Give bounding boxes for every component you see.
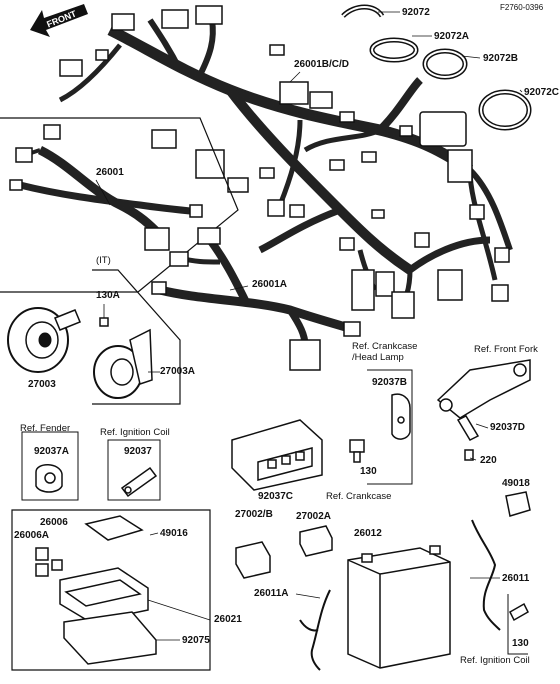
- sub-harness-26001a-connectors: [151, 227, 361, 371]
- front-arrow-icon: [30, 4, 88, 37]
- bracket-92037c: [231, 419, 323, 491]
- relays-27002: [235, 525, 333, 579]
- label-26006a: 26006A: [14, 530, 50, 541]
- ref-ignition-coil-1: Ref. Ignition Coil: [100, 427, 170, 438]
- label-92072: 92072: [402, 7, 430, 18]
- label-26012: 26012: [354, 528, 382, 539]
- cable-26011: [471, 519, 501, 631]
- label-26001: 26001: [96, 167, 124, 178]
- label-92037a: 92037A: [34, 446, 70, 457]
- label-92072c: 92072C: [524, 87, 560, 98]
- label-49016: 49016: [160, 528, 188, 539]
- sub-harness-26001a: [158, 237, 357, 346]
- label-92037: 92037: [124, 446, 152, 457]
- crankcase-frame: [367, 369, 413, 485]
- ignition-coil-2-frame: [507, 594, 528, 655]
- label-26006: 26006: [40, 517, 68, 528]
- leader-lines: [95, 11, 523, 641]
- cable-26011a: [299, 589, 331, 671]
- harness-connectors: [59, 5, 510, 319]
- label-220: 220: [480, 455, 497, 466]
- clamp-92037: [120, 466, 158, 498]
- label-26011: 26011: [502, 573, 530, 584]
- label-130-crankcase: 130: [360, 466, 377, 477]
- label-49018: 49018: [502, 478, 530, 489]
- ref-front-fork: Ref. Front Fork: [474, 344, 538, 355]
- clamp-92037b: [391, 393, 411, 440]
- front-fork-bracket: [436, 359, 531, 461]
- clamp-ign-130: [509, 602, 529, 622]
- label-92072a: 92072A: [434, 31, 470, 42]
- label-27003a: 27003A: [160, 366, 196, 377]
- cap-49018: [505, 491, 531, 517]
- grommets: [341, 4, 532, 131]
- label-130-ignition: 130: [512, 638, 529, 649]
- label-26021: 26021: [214, 614, 242, 625]
- label-27002a: 27002A: [296, 511, 332, 522]
- ref-ignition-coil-2: Ref. Ignition Coil: [460, 655, 530, 666]
- inset-26021-frame: [11, 509, 211, 671]
- sub-harness-26001: [19, 145, 201, 239]
- fender-frame: [21, 431, 79, 501]
- ref-it: (IT): [96, 255, 111, 266]
- ref-crankcase-head-lamp: Ref. Crankcase /Head Lamp: [352, 341, 418, 363]
- label-92037b: 92037B: [372, 377, 408, 388]
- label-92037c: 92037C: [258, 491, 294, 502]
- label-26011a: 26011A: [254, 588, 289, 599]
- clamp-92037a: [35, 464, 63, 493]
- main-harness: [58, 18, 513, 312]
- ref-crankcase: Ref. Crankcase: [326, 491, 392, 502]
- figure-code: F2760-0396: [500, 3, 544, 12]
- inset-it-frame: [92, 269, 181, 405]
- sub-harness-26001-connectors: [9, 124, 203, 251]
- label-92075: 92075: [182, 635, 210, 646]
- ignition-coil-frame: [107, 439, 161, 501]
- battery-26012: [347, 545, 451, 669]
- fuse-box-parts: [35, 515, 157, 665]
- label-27003: 27003: [28, 379, 56, 390]
- horn-27003a: [93, 317, 153, 399]
- label-26001a: 26001A: [252, 279, 288, 290]
- bolt-130-crankcase: [349, 439, 365, 463]
- ref-fender: Ref. Fender: [20, 423, 71, 434]
- label-92037d: 92037D: [490, 422, 526, 433]
- label-27002b: 27002/B: [235, 509, 273, 520]
- label-130a: 130A: [96, 290, 120, 301]
- inset-26001-frame: [0, 117, 239, 293]
- label-26001bcd: 26001B/C/D: [294, 59, 350, 70]
- horn-27003: [7, 307, 81, 373]
- label-92072b: 92072B: [483, 53, 519, 64]
